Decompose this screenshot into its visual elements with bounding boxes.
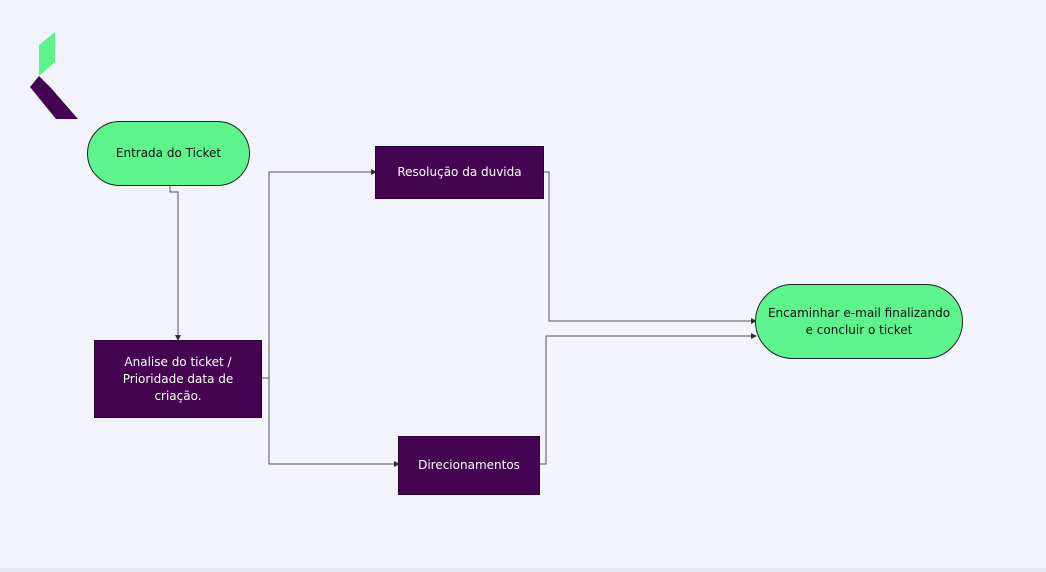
node-resolucao-da-duvida[interactable]: Resolução da duvida <box>375 146 544 199</box>
bottom-scrollbar-track <box>0 568 1046 572</box>
node-entrada-do-ticket[interactable]: Entrada do Ticket <box>87 121 250 186</box>
node-analise-do-ticket[interactable]: Analise do ticket / Prioridade data de c… <box>94 340 262 418</box>
connector-direcionamentos-encaminhar <box>540 333 757 465</box>
connector-entrada-analise <box>169 186 181 341</box>
brand-logo-icon <box>30 32 78 119</box>
connector-resolucao-encaminhar <box>543 171 757 324</box>
node-label: Encaminhar e-mail finalizando e concluir… <box>767 305 951 337</box>
node-label: Analise do ticket / Prioridade data de c… <box>122 354 234 403</box>
node-encaminhar-email[interactable]: Encaminhar e-mail finalizando e concluir… <box>755 284 963 359</box>
node-label: Entrada do Ticket <box>115 146 222 160</box>
node-label: Resolução da duvida <box>397 165 522 179</box>
connector-analise-direcionamentos <box>268 378 400 467</box>
node-label: Direcionamentos <box>418 458 520 472</box>
connector-analise-resolucao <box>262 169 377 379</box>
node-direcionamentos[interactable]: Direcionamentos <box>398 436 540 495</box>
